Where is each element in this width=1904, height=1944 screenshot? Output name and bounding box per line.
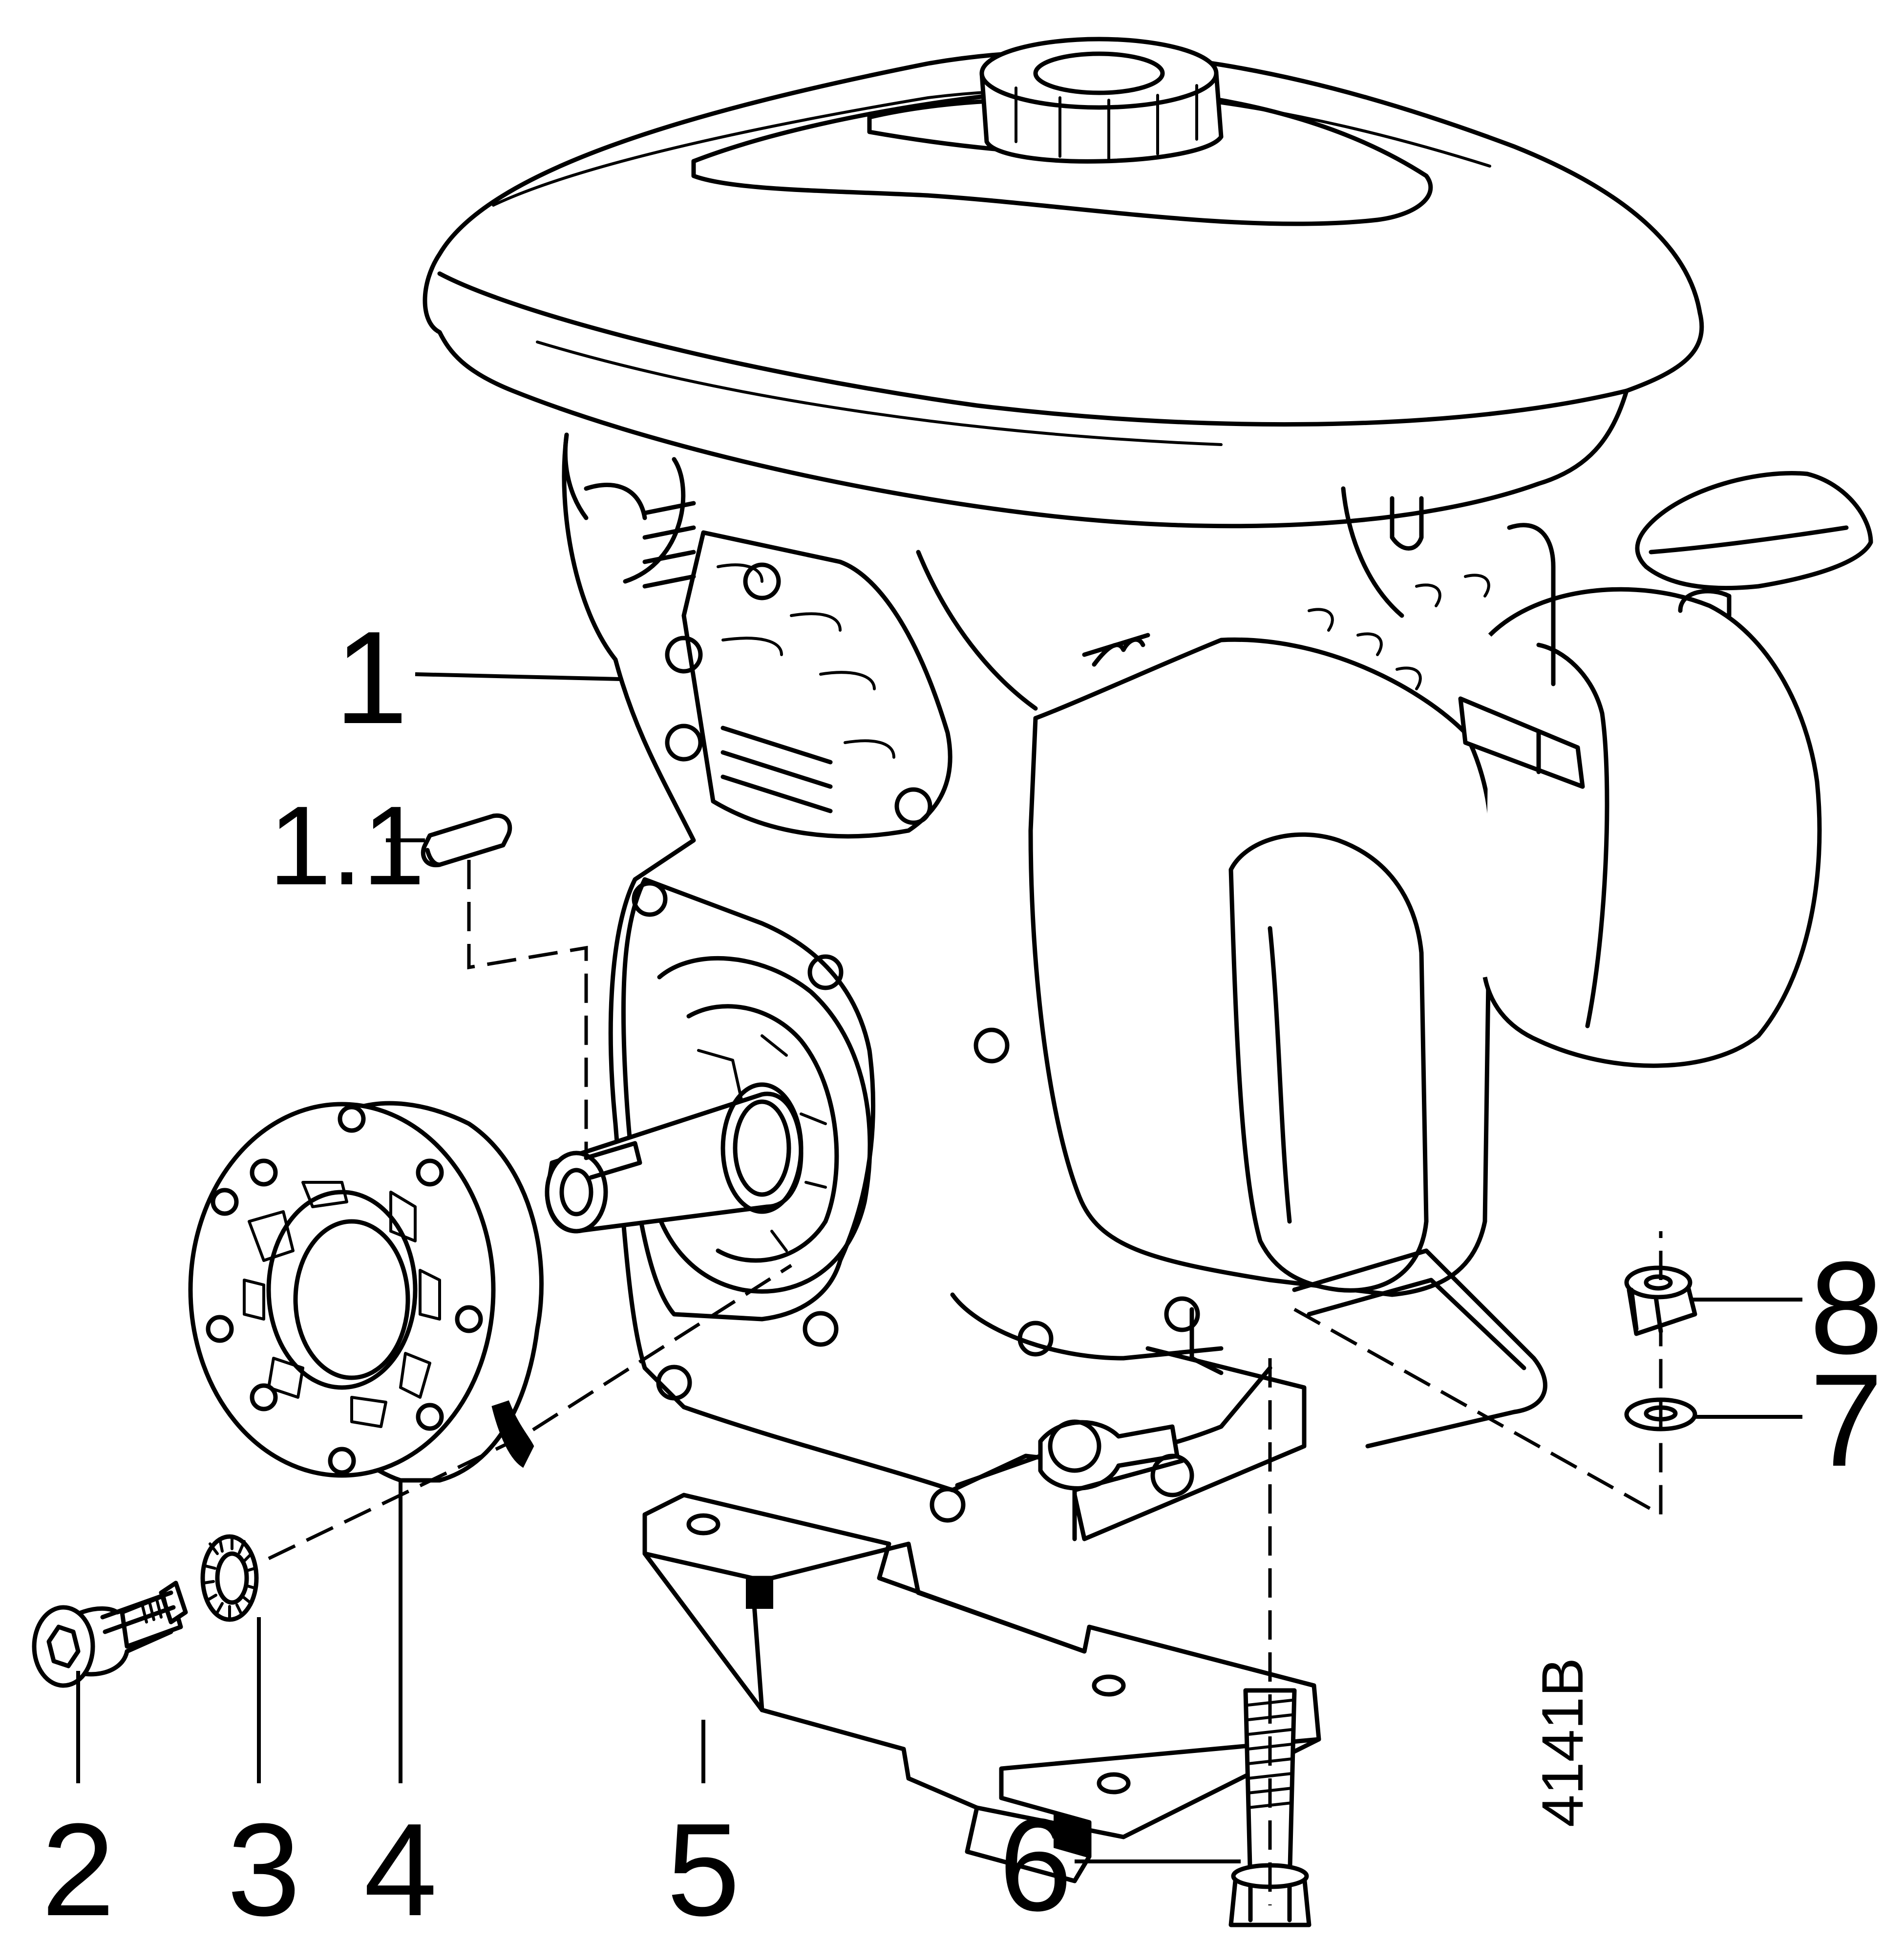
- shaft-key: [421, 813, 512, 868]
- engine-assembly: [423, 37, 1873, 1541]
- callout-8: 8: [1810, 1235, 1883, 1382]
- cap-screw: [32, 1581, 188, 1688]
- base-plate: [642, 1493, 1321, 1883]
- assembly-lines: [268, 860, 1663, 1905]
- callout-6: 6: [999, 1792, 1072, 1939]
- drawing-number: 4141B: [1530, 1658, 1595, 1827]
- callout-3: 3: [227, 1796, 300, 1944]
- hex-nut: [1624, 1265, 1697, 1336]
- callout-2: 2: [42, 1796, 115, 1944]
- callout-5: 5: [667, 1796, 740, 1944]
- callout-1: 1: [335, 604, 408, 751]
- leader-lines: [76, 672, 1802, 1863]
- callout-1-1: 1.1: [269, 783, 425, 908]
- callout-4: 4: [364, 1796, 437, 1944]
- callout-labels: 1 1.1 2 3 4 5 6 7 8: [42, 604, 1883, 1944]
- lock-washer: [200, 1534, 259, 1622]
- callout-7: 7: [1810, 1347, 1883, 1494]
- flange: [188, 1101, 544, 1483]
